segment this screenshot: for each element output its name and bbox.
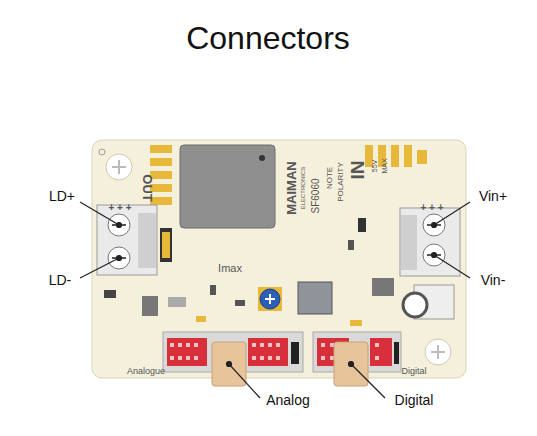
silkscreen-text: Analogue — [127, 367, 165, 376]
callout-label: Digital — [395, 393, 434, 407]
silkscreen-text: OUT — [141, 174, 154, 201]
inductor — [180, 145, 275, 228]
callout-label: Vin+ — [479, 189, 507, 203]
callout-label: Vin- — [481, 273, 506, 287]
callout-label: LD- — [49, 273, 72, 287]
silkscreen-text: NOTE — [326, 167, 334, 189]
silkscreen-text: 55V — [371, 160, 378, 172]
silkscreen-text: POLARITY — [337, 162, 345, 202]
connector-plug — [212, 342, 368, 386]
silkscreen-text: SF6060 — [311, 178, 321, 213]
components — [104, 218, 454, 326]
terminal-block — [97, 205, 460, 276]
silkscreen-text: MAIMAN — [285, 161, 298, 214]
silkscreen-text: Imax — [218, 263, 242, 274]
pcb-board — [92, 140, 466, 378]
page-title: Connectors — [186, 22, 350, 54]
fiducial — [99, 149, 105, 155]
silkscreen-text: Digital — [401, 367, 426, 376]
silkscreen-text: MAX — [381, 158, 388, 173]
silkscreen-text: + + + — [108, 203, 131, 213]
silkscreen-text: + + + — [420, 203, 443, 213]
callout-label: LD+ — [49, 189, 75, 203]
leader-line — [80, 202, 470, 398]
callout-label: Analog — [266, 393, 310, 407]
silkscreen-text: IN — [348, 161, 367, 180]
silkscreen-text: ELECTRONICS — [300, 167, 306, 210]
potentiometer — [258, 287, 282, 311]
